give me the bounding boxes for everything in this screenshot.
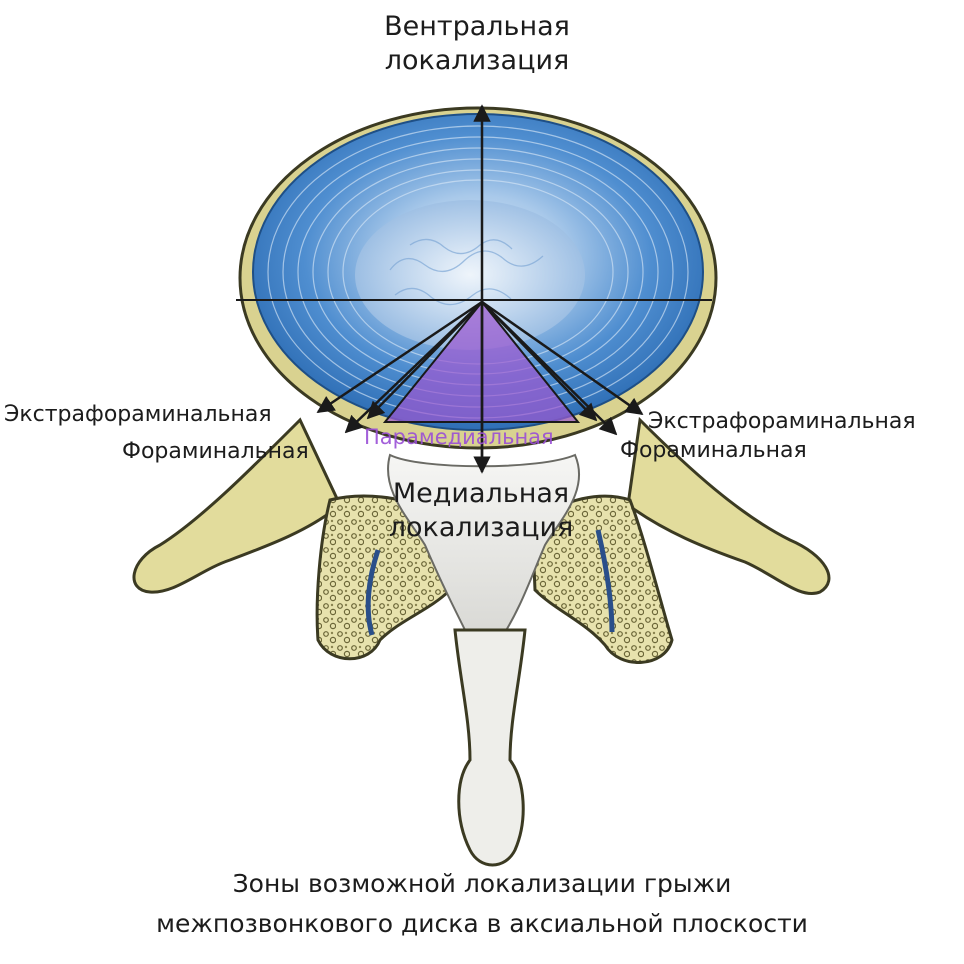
foraminal-left-label: Фораминальная xyxy=(122,438,309,466)
spinous-process xyxy=(455,630,525,865)
medial-label-line1: Медиальная xyxy=(345,477,617,511)
diagram-caption: Зоны возможной локализации грыжи межпозв… xyxy=(60,864,904,944)
ventral-label: Вентральная локализация xyxy=(337,10,617,78)
medial-label-line2: локализация xyxy=(345,511,617,545)
foraminal-right-label: Фораминальная xyxy=(620,437,807,465)
extraforaminal-right-label: Экстрафораминальная xyxy=(648,408,916,436)
ventral-label-line1: Вентральная xyxy=(337,10,617,44)
paramedial-label: Парамедиальная xyxy=(364,423,554,451)
caption-line2: межпозвонкового диска в аксиальной плоск… xyxy=(60,904,904,944)
extraforaminal-left-label: Экстрафораминальная xyxy=(4,401,272,429)
ventral-label-line2: локализация xyxy=(337,44,617,78)
medial-label: Медиальная локализация xyxy=(345,477,617,545)
caption-line1: Зоны возможной локализации грыжи xyxy=(60,864,904,904)
